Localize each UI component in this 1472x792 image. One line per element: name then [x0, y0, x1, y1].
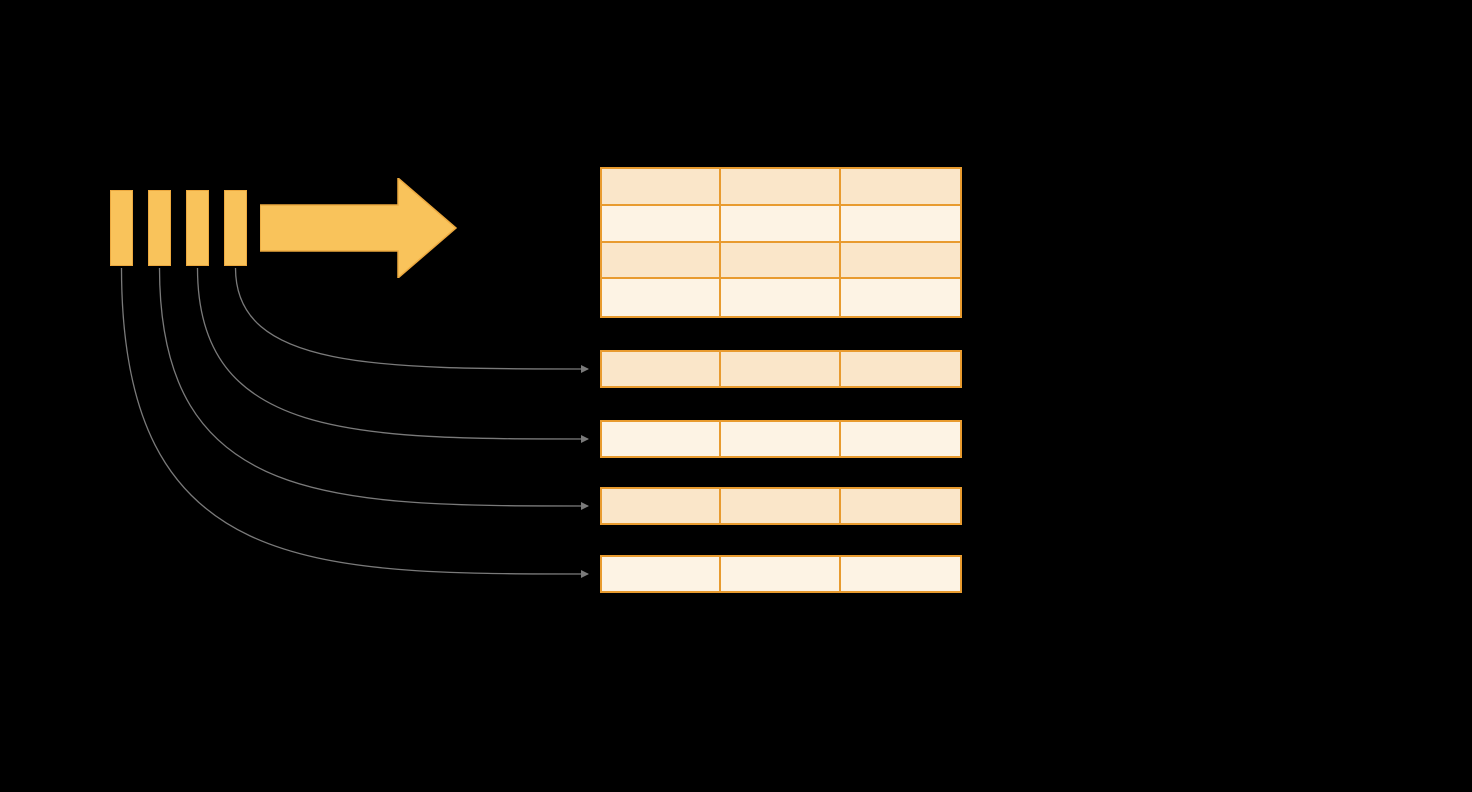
main-table [600, 167, 962, 318]
row-table-cell [721, 557, 841, 591]
main-table-cell [721, 242, 841, 280]
main-table-cell [721, 279, 841, 316]
stack-slice [148, 190, 171, 266]
connector-arrow [120, 267, 589, 578]
row-table-cell [602, 557, 722, 591]
row-table-cell [602, 422, 722, 456]
row-table-cell [721, 352, 841, 386]
connector-arrow [158, 267, 589, 510]
stack-slice [110, 190, 133, 266]
main-table-cell [602, 242, 722, 280]
stack-slice [224, 190, 247, 266]
connector-arrow [196, 267, 589, 443]
main-table-cell [602, 205, 722, 243]
stack-slice [186, 190, 209, 266]
main-table-cell [840, 279, 960, 316]
row-table [600, 350, 962, 388]
main-table-cell [721, 169, 841, 206]
row-table [600, 555, 962, 593]
source-slice-stack [110, 190, 247, 266]
connector-arrow [234, 267, 589, 373]
row-table-cell [840, 352, 960, 386]
flow-right-arrow-icon [260, 178, 458, 278]
row-table-cell [602, 352, 722, 386]
row-table [600, 487, 962, 525]
main-table-cell [602, 169, 722, 206]
row-table-cell [840, 489, 960, 523]
row-table-cell [602, 489, 722, 523]
row-table-cell [840, 557, 960, 591]
row-table-cell [721, 422, 841, 456]
row-table-cell [840, 422, 960, 456]
main-table-cell [602, 279, 722, 316]
main-table-cell [840, 169, 960, 206]
row-table-cell [721, 489, 841, 523]
main-table-cell [840, 205, 960, 243]
main-table-cell [840, 242, 960, 280]
main-table-cell [721, 205, 841, 243]
row-table [600, 420, 962, 458]
